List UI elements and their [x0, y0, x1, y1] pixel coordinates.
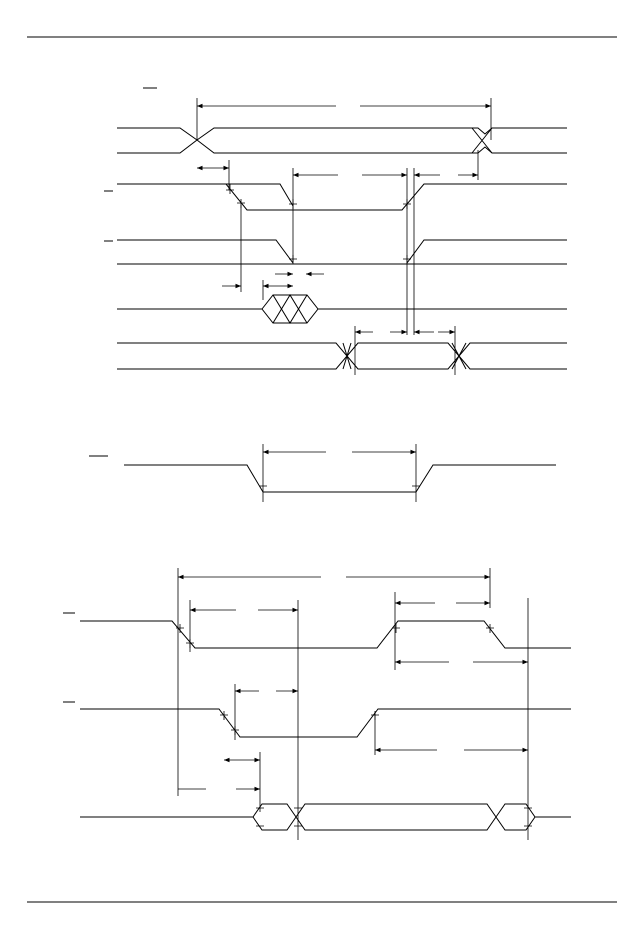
- edge-tick: [289, 255, 297, 264]
- strobe-waveform: [117, 183, 567, 211]
- upper-timing-diagram: [104, 87, 567, 375]
- reset-pulse-waveform: [124, 464, 556, 493]
- edge-tick: [226, 184, 234, 194]
- edge-tick: [392, 624, 400, 633]
- edge-tick: [486, 624, 494, 633]
- edge-tick: [220, 711, 228, 720]
- address-bus-waveform: [117, 127, 567, 154]
- write-strobe-waveform: [80, 620, 571, 649]
- lower-timing-diagram: [63, 568, 571, 840]
- control-waveform-b: [117, 239, 294, 264]
- output-bus-waveform: [117, 342, 567, 370]
- control-waveform-b-rise: [406, 239, 567, 264]
- select-waveform: [80, 708, 571, 738]
- edge-tick: [176, 624, 184, 633]
- lower-data-bus-waveform: [80, 803, 571, 831]
- middle-pulse-diagram: [89, 444, 556, 502]
- control-waveform-a: [117, 183, 294, 207]
- edge-tick: [403, 255, 411, 264]
- data-bus-waveform: [117, 294, 567, 324]
